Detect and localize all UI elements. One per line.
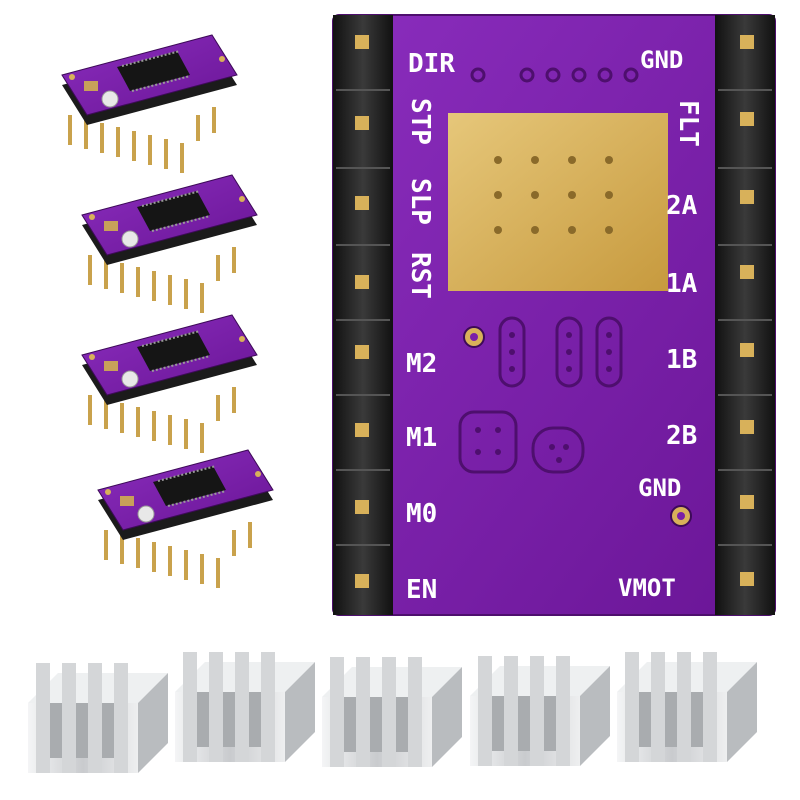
heatsink-2 — [175, 632, 315, 762]
label-rst: RST — [405, 252, 435, 299]
right-pin-header — [715, 15, 775, 615]
small-module-2 — [81, 174, 258, 314]
label-2a: 2A — [666, 191, 698, 221]
label-gnd-top: GND — [640, 46, 683, 74]
label-stp: STP — [405, 98, 435, 145]
small-module-1 — [61, 34, 238, 174]
thermal-pad — [448, 113, 668, 291]
heatsink-4 — [470, 636, 610, 766]
label-m1: M1 — [406, 423, 437, 453]
label-2b: 2B — [666, 421, 697, 451]
label-1b: 1B — [666, 345, 697, 375]
label-m2: M2 — [406, 349, 437, 379]
label-vmot: VMOT — [618, 574, 676, 602]
heatsink-3 — [322, 637, 462, 767]
label-en: EN — [406, 575, 437, 605]
label-flt: FLT — [673, 100, 703, 147]
main-driver-board: DIR STP SLP RST M2 M1 M0 EN GND FLT 2A 1… — [332, 14, 776, 616]
label-m0: M0 — [406, 499, 437, 529]
left-pin-header — [333, 15, 393, 615]
heatsink-1 — [28, 643, 168, 773]
small-module-3 — [81, 314, 258, 454]
label-slp: SLP — [405, 178, 435, 225]
label-1a: 1A — [666, 269, 698, 299]
label-gnd-bottom: GND — [638, 474, 681, 502]
small-module-4 — [97, 449, 274, 589]
label-dir: DIR — [408, 49, 455, 79]
heatsink-5 — [617, 632, 757, 762]
